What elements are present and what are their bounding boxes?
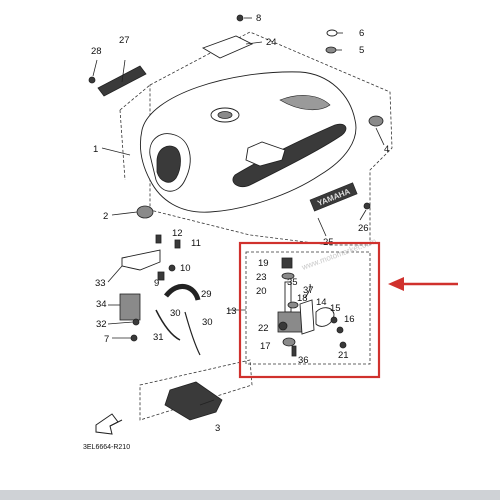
tank-highlight [279,95,331,110]
part-14-lever-plate [315,307,335,327]
callout-10: 10 [180,263,191,274]
callout-29: 29 [201,289,212,300]
part-24-cover [201,35,254,59]
callout-6: 6 [359,28,364,39]
part-23-washer [281,272,295,280]
part-12-bolt [155,234,162,244]
part-2-damper [136,205,154,219]
part-3-rubber [164,381,223,421]
part-31-hose [155,309,181,341]
tank-dark-stripe [232,123,347,188]
diagram-code: 3EL6664-R210 [83,444,130,451]
leader-lines [92,17,385,406]
fuel-cock-inner-dashes [245,251,371,365]
callout-26: 26 [358,223,369,234]
callout-3: 3 [215,423,220,434]
part-15-screw [330,316,338,324]
callout-18: 18 [297,293,308,304]
callout-28: 28 [91,46,102,57]
part-21-screw [339,341,347,349]
callout-30-b: 30 [202,317,213,328]
part-11-bolt [174,239,181,249]
callout-20: 20 [256,286,267,297]
callout-7: 7 [104,334,109,345]
part-9-clip [157,271,165,281]
part-30-hose [184,311,201,356]
part-32-clip [132,318,140,326]
callout-2: 2 [103,211,108,222]
part-18-gasket [299,299,315,335]
part-10-screw [168,264,176,272]
highlight-box [238,241,381,379]
watermark: www.motomarket.com [300,236,378,272]
callout-35: 35 [287,277,298,288]
part-5-washer [325,46,337,54]
callout-8: 8 [256,13,261,24]
callout-4: 4 [384,144,389,155]
callout-17: 17 [260,341,271,352]
assembly-outline-left-2 [119,109,126,181]
callout-9: 9 [154,278,159,289]
part-33-bracket [121,249,161,271]
callout-37: 37 [303,285,314,296]
part-36-bolt [291,345,297,357]
callout-5: 5 [359,45,364,56]
part-19-nut [281,257,293,269]
part-3-frame-dashes [139,359,253,421]
part-28-screw [88,76,96,84]
assembly-outline-left [119,84,151,111]
callout-23: 23 [256,272,267,283]
callout-labels: 1 2 3 4 5 6 7 8 9 10 11 12 13 14 15 16 1… [91,13,389,434]
callout-14: 14 [316,297,327,308]
part-37-spring [304,283,311,299]
tank-mount-bracket [245,141,286,167]
callout-34: 34 [96,299,107,310]
part-6-washer [326,29,338,37]
part-34-filter [119,293,141,321]
part-7-clip [130,334,138,342]
part-16-screw [336,326,344,334]
part-35-orings [287,301,299,309]
part-4-damper [368,115,384,127]
callout-21: 21 [338,350,349,361]
part-26-screw [363,202,371,210]
footer-band [0,490,500,500]
part-8-screw [236,14,244,22]
callout-1: 1 [93,144,98,155]
callout-36: 36 [298,355,309,366]
callout-16: 16 [344,314,355,325]
part-22-seal [278,321,288,331]
highlight-arrow [388,277,458,291]
callout-11: 11 [191,238,201,249]
part-29-hose [164,284,201,301]
front-arrow-icon [95,413,123,435]
part-25-badge: YAMAHA [309,182,358,212]
callout-27: 27 [119,35,130,46]
callout-24: 24 [266,37,277,48]
part-17-strainer [282,337,296,347]
callout-30-a: 30 [170,308,181,319]
callout-13: 13 [226,306,237,317]
callout-31: 31 [153,332,164,343]
callout-19: 19 [258,258,269,269]
callout-22: 22 [258,323,269,334]
callout-12: 12 [172,228,183,239]
callout-32: 32 [96,319,107,330]
tank-knee-rubber [156,145,181,183]
callout-33: 33 [95,278,106,289]
callout-15: 15 [330,303,341,314]
fuel-cap-inner [217,111,233,119]
